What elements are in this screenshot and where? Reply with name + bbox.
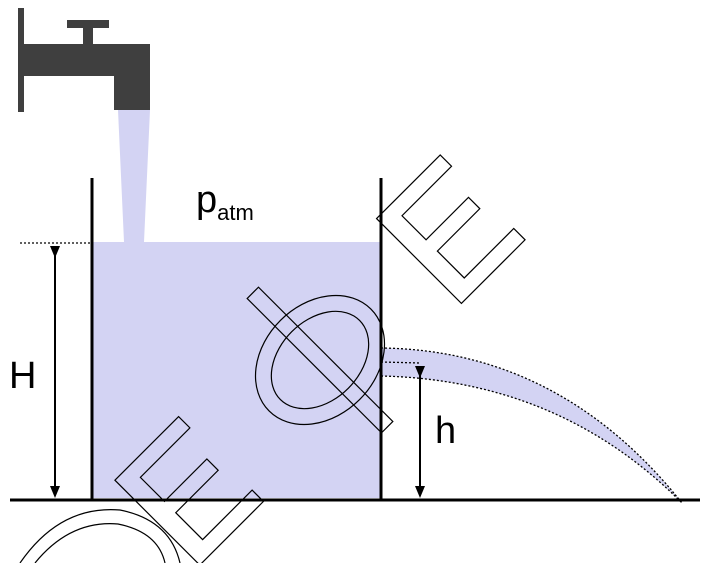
watermark-ring-arc xyxy=(19,509,181,563)
hole-height-label: h xyxy=(435,410,456,452)
outflow-jet-centerline xyxy=(380,361,421,364)
faucet-wall-mount xyxy=(18,8,24,112)
faucet-spout xyxy=(114,76,150,110)
faucet-body xyxy=(22,44,150,76)
outflow-jet-lower-edge xyxy=(380,375,683,504)
pressure-symbol: p xyxy=(196,179,217,221)
watermark-ring-inner-arc xyxy=(34,523,166,563)
watermark-letter-phi-outer xyxy=(254,294,386,426)
watermark-logo xyxy=(114,154,526,563)
watermark-letter-e-left xyxy=(114,415,265,563)
faucet-handle-bar xyxy=(67,20,109,28)
faucet xyxy=(18,8,150,112)
faucet-handle-stem xyxy=(83,28,93,44)
pressure-label: patm xyxy=(196,179,254,225)
watermark-letter-e-right xyxy=(375,154,526,305)
inflow-water-stream xyxy=(118,110,150,242)
outflow-jet xyxy=(381,348,682,503)
watermark-letter-phi-inner xyxy=(270,310,370,410)
total-height-label: H xyxy=(9,355,36,397)
outflow-jet-upper-edge xyxy=(380,347,683,504)
pressure-subscript: atm xyxy=(217,200,254,225)
watermark-letter-phi-stem xyxy=(246,286,394,434)
